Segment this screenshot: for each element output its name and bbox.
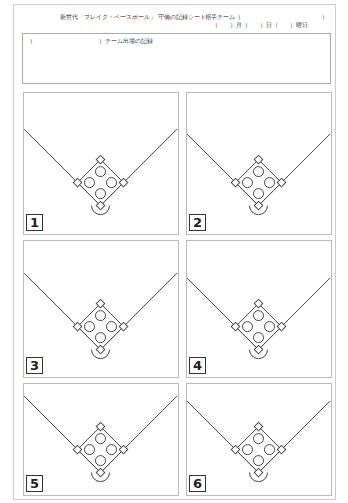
base [119,322,127,330]
infield-diamond [78,427,124,473]
infield-diamond [236,427,282,473]
foul-line [187,134,330,206]
panel-number-box: 4 [189,357,206,374]
base [96,201,104,209]
base [231,322,239,330]
fielder-circle [85,178,95,188]
fielder-circle [96,456,106,466]
fielder-circle [254,311,264,321]
base [277,178,285,186]
panel-number-box: 5 [26,475,43,492]
base [119,445,127,453]
infield-diamond [78,160,124,206]
foul-line [187,401,330,473]
fielder-circle [254,456,264,466]
callout-number: 6 [193,477,202,490]
panel-number-box: 1 [26,214,43,231]
base [96,422,104,430]
base [254,299,262,307]
foul-line [24,273,177,350]
fielder-circle [96,189,106,199]
base [254,422,262,430]
fielder-circle [254,189,264,199]
fielder-circle [265,178,275,188]
fielder-circle [96,167,106,177]
fielder-circle [96,311,106,321]
header-field: ） [322,13,328,20]
callout-number: 5 [30,477,39,490]
fielder-circle [107,445,117,455]
field-panel [187,384,332,496]
fielder-circle [85,445,95,455]
base [254,155,262,163]
fielder-circle [243,322,253,332]
fielder-circle [96,434,106,444]
fielder-circle [85,322,95,332]
fielder-circle [265,445,275,455]
base [96,345,104,353]
field-panel [187,241,332,378]
sheet-title: 新世代「ブレイク・ベースボール」 守備の記録シート [60,13,206,20]
foul-line [24,129,177,206]
base [254,345,262,353]
base [254,468,262,476]
fielder-circle [107,322,117,332]
infield-diamond [236,160,282,206]
fielder-circle [243,445,253,455]
base [73,178,81,186]
fielder-circle [265,322,275,332]
team-record-box: （ ）チーム出場の記録 [22,33,331,84]
base [277,322,285,330]
fielder-circle [107,178,117,188]
field-panel [24,93,179,235]
callout-number: 4 [193,359,202,372]
panel-number-box: 6 [189,475,206,492]
infield-diamond [78,304,124,350]
fielder-circle [254,333,264,343]
sheet-border [14,5,336,500]
panel-number-box: 3 [26,357,43,374]
base [73,445,81,453]
base [277,445,285,453]
foul-line [187,278,330,350]
fielder-circle [254,167,264,177]
base [254,201,262,209]
callout-number: 3 [30,359,39,372]
base [96,155,104,163]
infield-diamond [236,304,282,350]
field-panel [24,241,179,378]
field-panel [24,384,179,496]
fielder-circle [243,178,253,188]
header-field: （ ）月（ ）日（ ）曜日 [212,21,308,28]
base [96,468,104,476]
base [231,445,239,453]
base [231,178,239,186]
record-heading: （ ）チーム出場の記録 [27,37,326,44]
fielder-circle [96,333,106,343]
base [73,322,81,330]
header-field: 相手チーム（ [205,13,241,20]
callout-number: 2 [193,216,202,229]
foul-line [24,396,177,473]
field-panel [187,93,332,235]
panel-number-box: 2 [189,214,206,231]
base [119,178,127,186]
callout-number: 1 [30,216,39,229]
base [96,299,104,307]
fielder-circle [254,434,264,444]
